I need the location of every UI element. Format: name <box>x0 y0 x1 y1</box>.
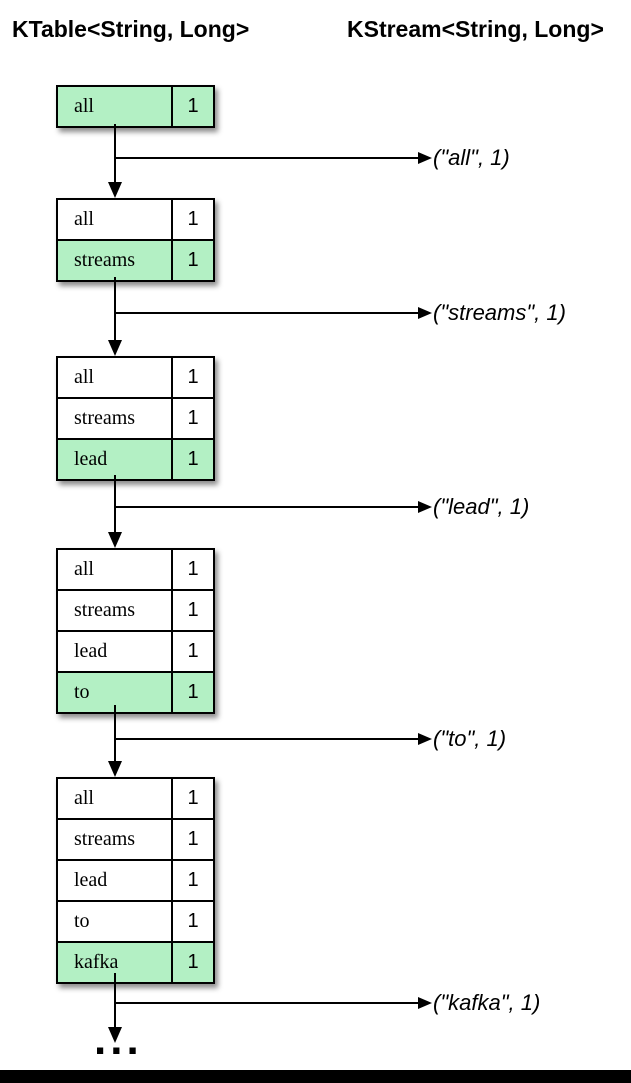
kstream-column-header: KStream<String, Long> <box>347 16 604 42</box>
key-cell: all <box>58 358 173 397</box>
key-cell: lead <box>58 861 173 900</box>
key-cell: all <box>58 779 173 818</box>
key-cell: lead <box>58 440 173 479</box>
table-row: all 1 <box>58 779 213 818</box>
state-table-1: all 1 <box>56 85 215 128</box>
table-row: streams 1 <box>58 239 213 280</box>
key-cell: lead <box>58 632 173 671</box>
branch-line <box>115 1002 418 1004</box>
table-row: streams 1 <box>58 397 213 438</box>
arrow-down-icon <box>108 182 122 198</box>
arrow-right-icon <box>418 501 432 513</box>
ktable-column-header: KTable<String, Long> <box>12 16 250 42</box>
connector-line <box>114 973 116 1028</box>
key-cell: kafka <box>58 943 173 982</box>
bottom-black-bar <box>0 1070 631 1083</box>
stream-record-label: ("kafka", 1) <box>433 990 541 1015</box>
connector-line <box>114 705 116 762</box>
value-cell: 1 <box>187 599 199 621</box>
value-cell: 1 <box>187 681 199 703</box>
table-row: to 1 <box>58 900 213 941</box>
state-table-3: all 1 streams 1 lead 1 <box>56 356 215 481</box>
key-cell: to <box>58 673 173 712</box>
stream-record-label: ("all", 1) <box>433 145 510 170</box>
branch-line <box>115 738 418 740</box>
arrow-right-icon <box>418 733 432 745</box>
value-cell: 1 <box>187 787 199 809</box>
value-cell: 1 <box>187 558 199 580</box>
value-cell: 1 <box>187 869 199 891</box>
state-table-4: all 1 streams 1 lead 1 to 1 <box>56 548 215 714</box>
table-row: kafka 1 <box>58 941 213 982</box>
state-table-2: all 1 streams 1 <box>56 198 215 282</box>
value-cell: 1 <box>187 910 199 932</box>
arrow-right-icon <box>418 997 432 1009</box>
table-row: to 1 <box>58 671 213 712</box>
key-cell: all <box>58 200 173 239</box>
key-cell: all <box>58 87 173 126</box>
key-cell: streams <box>58 241 173 280</box>
branch-line <box>115 312 418 314</box>
arrow-right-icon <box>418 152 432 164</box>
arrow-down-icon <box>108 761 122 777</box>
key-cell: all <box>58 550 173 589</box>
key-cell: to <box>58 902 173 941</box>
table-row: streams 1 <box>58 818 213 859</box>
table-row: all 1 <box>58 550 213 589</box>
value-cell: 1 <box>187 95 199 117</box>
key-cell: streams <box>58 820 173 859</box>
branch-line <box>115 157 418 159</box>
connector-line <box>114 475 116 533</box>
stream-record-label: ("to", 1) <box>433 726 507 751</box>
arrow-down-icon <box>108 532 122 548</box>
value-cell: 1 <box>187 640 199 662</box>
table-row: all 1 <box>58 87 213 126</box>
table-row: lead 1 <box>58 630 213 671</box>
value-cell: 1 <box>187 448 199 470</box>
table-row: lead 1 <box>58 859 213 900</box>
stream-record-label: ("lead", 1) <box>433 494 530 519</box>
branch-line <box>115 506 418 508</box>
arrow-right-icon <box>418 307 432 319</box>
table-row: streams 1 <box>58 589 213 630</box>
table-row: all 1 <box>58 358 213 397</box>
key-cell: streams <box>58 591 173 630</box>
value-cell: 1 <box>187 951 199 973</box>
table-row: all 1 <box>58 200 213 239</box>
state-table-5: all 1 streams 1 lead 1 to 1 kafka 1 <box>56 777 215 984</box>
arrow-down-icon <box>108 1027 122 1043</box>
connector-line <box>114 277 116 341</box>
value-cell: 1 <box>187 208 199 230</box>
continuation-ellipsis: ... <box>94 1015 143 1064</box>
key-cell: streams <box>58 399 173 438</box>
table-row: lead 1 <box>58 438 213 479</box>
arrow-down-icon <box>108 340 122 356</box>
value-cell: 1 <box>187 828 199 850</box>
value-cell: 1 <box>187 366 199 388</box>
stream-record-label: ("streams", 1) <box>433 300 566 325</box>
value-cell: 1 <box>187 249 199 271</box>
connector-line <box>114 124 116 183</box>
value-cell: 1 <box>187 407 199 429</box>
